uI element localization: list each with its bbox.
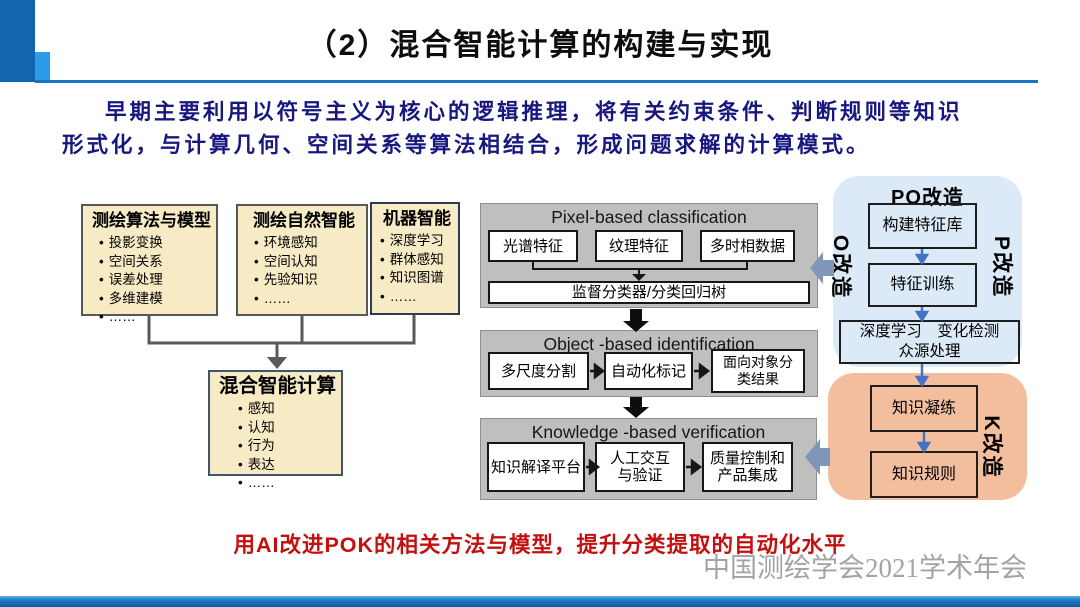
list-item: 空间认知 [254, 253, 364, 272]
watermark: 中国测绘学会2021学术年会 [703, 553, 1027, 583]
knowledge-panel-title: Knowledge -based verification [531, 422, 766, 442]
intro-paragraph: 早期主要利用以符号主义为核心的逻辑推理，将有关约束条件、判断规则等知识 形式化，… [62, 96, 1018, 162]
knowledge-step-quality: 质量控制和 产品集成 [702, 442, 793, 492]
k-step-knowledge-refinement: 知识凝练 [870, 385, 978, 432]
knowledge-step-platform: 知识解译平台 [487, 442, 585, 492]
list-item: …… [380, 288, 456, 307]
list-item: 多维建模 [99, 290, 214, 309]
list-item: …… [238, 474, 339, 493]
k-panel [828, 373, 1027, 500]
po-step-feature-library: 构建特征库 [868, 203, 977, 249]
list-item: 空间关系 [99, 253, 214, 272]
concept-box-list: 深度学习 群体感知 知识图谱 …… [380, 232, 456, 306]
list-item: 群体感知 [380, 251, 456, 270]
left-merge-arrowhead [267, 357, 287, 369]
header-divider [35, 80, 1038, 83]
list-item: 误差处理 [99, 271, 214, 290]
list-item: 深度学习 [380, 232, 456, 251]
k-step-knowledge-rules: 知识规则 [870, 451, 978, 498]
list-item: 感知 [238, 400, 339, 419]
down-arrow-pixel-to-object [623, 309, 649, 332]
corner-accent-dark [0, 0, 35, 82]
concept-box-list: 投影变换 空间关系 误差处理 多维建模 …… [99, 234, 214, 327]
object-step-result: 面向对象分 类结果 [711, 349, 805, 393]
pixel-panel-title: Pixel-based classification [551, 207, 747, 227]
o-transform-label: O改造 [829, 234, 852, 300]
po-step-feature-training: 特征训练 [868, 263, 977, 307]
concept-box-list: 感知 认知 行为 表达 …… [238, 400, 339, 493]
corner-accent-light [35, 52, 50, 82]
po-panel: PO改造 [833, 176, 1022, 367]
footer-highlight: 用AI改进POK的相关方法与模型，提升分类提取的自动化水平 [233, 533, 847, 557]
feature-box-texture: 纹理特征 [595, 230, 683, 262]
list-item: …… [254, 290, 364, 309]
feature-box-spectral: 光谱特征 [488, 230, 578, 262]
concept-box-machine-intelligence: 机器智能 深度学习 群体感知 知识图谱 …… [370, 202, 460, 315]
concept-box-natural-intelligence: 测绘自然智能 环境感知 空间认知 先验知识 …… [236, 204, 368, 316]
feature-box-multitemporal: 多时相数据 [700, 230, 795, 262]
classifier-box: 监督分类器/分类回归树 [488, 281, 810, 304]
po-step-methods: 深度学习 变化检测 众源处理 [839, 320, 1020, 364]
bottom-accent-bar [0, 596, 1080, 607]
knowledge-step-interaction: 人工交互 与验证 [595, 442, 685, 492]
object-step-segmentation: 多尺度分割 [488, 352, 589, 390]
concept-box-title: 测绘自然智能 [253, 211, 355, 230]
list-item: 环境感知 [254, 234, 364, 253]
down-arrow-object-to-knowledge [623, 397, 649, 418]
k-transform-label: K改造 [980, 415, 1003, 479]
list-item: 知识图谱 [380, 269, 456, 288]
list-item: 行为 [238, 437, 339, 456]
object-step-auto-labeling: 自动化标记 [604, 352, 693, 390]
list-item: 表达 [238, 456, 339, 475]
intro-line-1: 早期主要利用以符号主义为核心的逻辑推理，将有关约束条件、判断规则等知识 [105, 100, 963, 124]
concept-box-title: 机器智能 [383, 209, 451, 228]
p-transform-label: P改造 [990, 235, 1013, 298]
list-item: 投影变换 [99, 234, 214, 253]
list-item: 认知 [238, 419, 339, 438]
list-item: …… [99, 308, 214, 327]
concept-box-title: 测绘算法与模型 [92, 211, 211, 230]
concept-box-surveying-algorithms: 测绘算法与模型 投影变换 空间关系 误差处理 多维建模 …… [81, 204, 218, 324]
concept-box-title: 混合智能计算 [218, 375, 336, 397]
concept-box-hybrid-computing: 混合智能计算 感知 认知 行为 表达 …… [208, 370, 343, 490]
page-title: （2）混合智能计算的构建与实现 [306, 29, 774, 62]
intro-line-2: 形式化，与计算几何、空间关系等算法相结合，形成问题求解的计算模式。 [62, 133, 871, 157]
object-panel-title: Object -based identification [543, 334, 755, 354]
concept-box-list: 环境感知 空间认知 先验知识 …… [254, 234, 364, 308]
list-item: 先验知识 [254, 271, 364, 290]
